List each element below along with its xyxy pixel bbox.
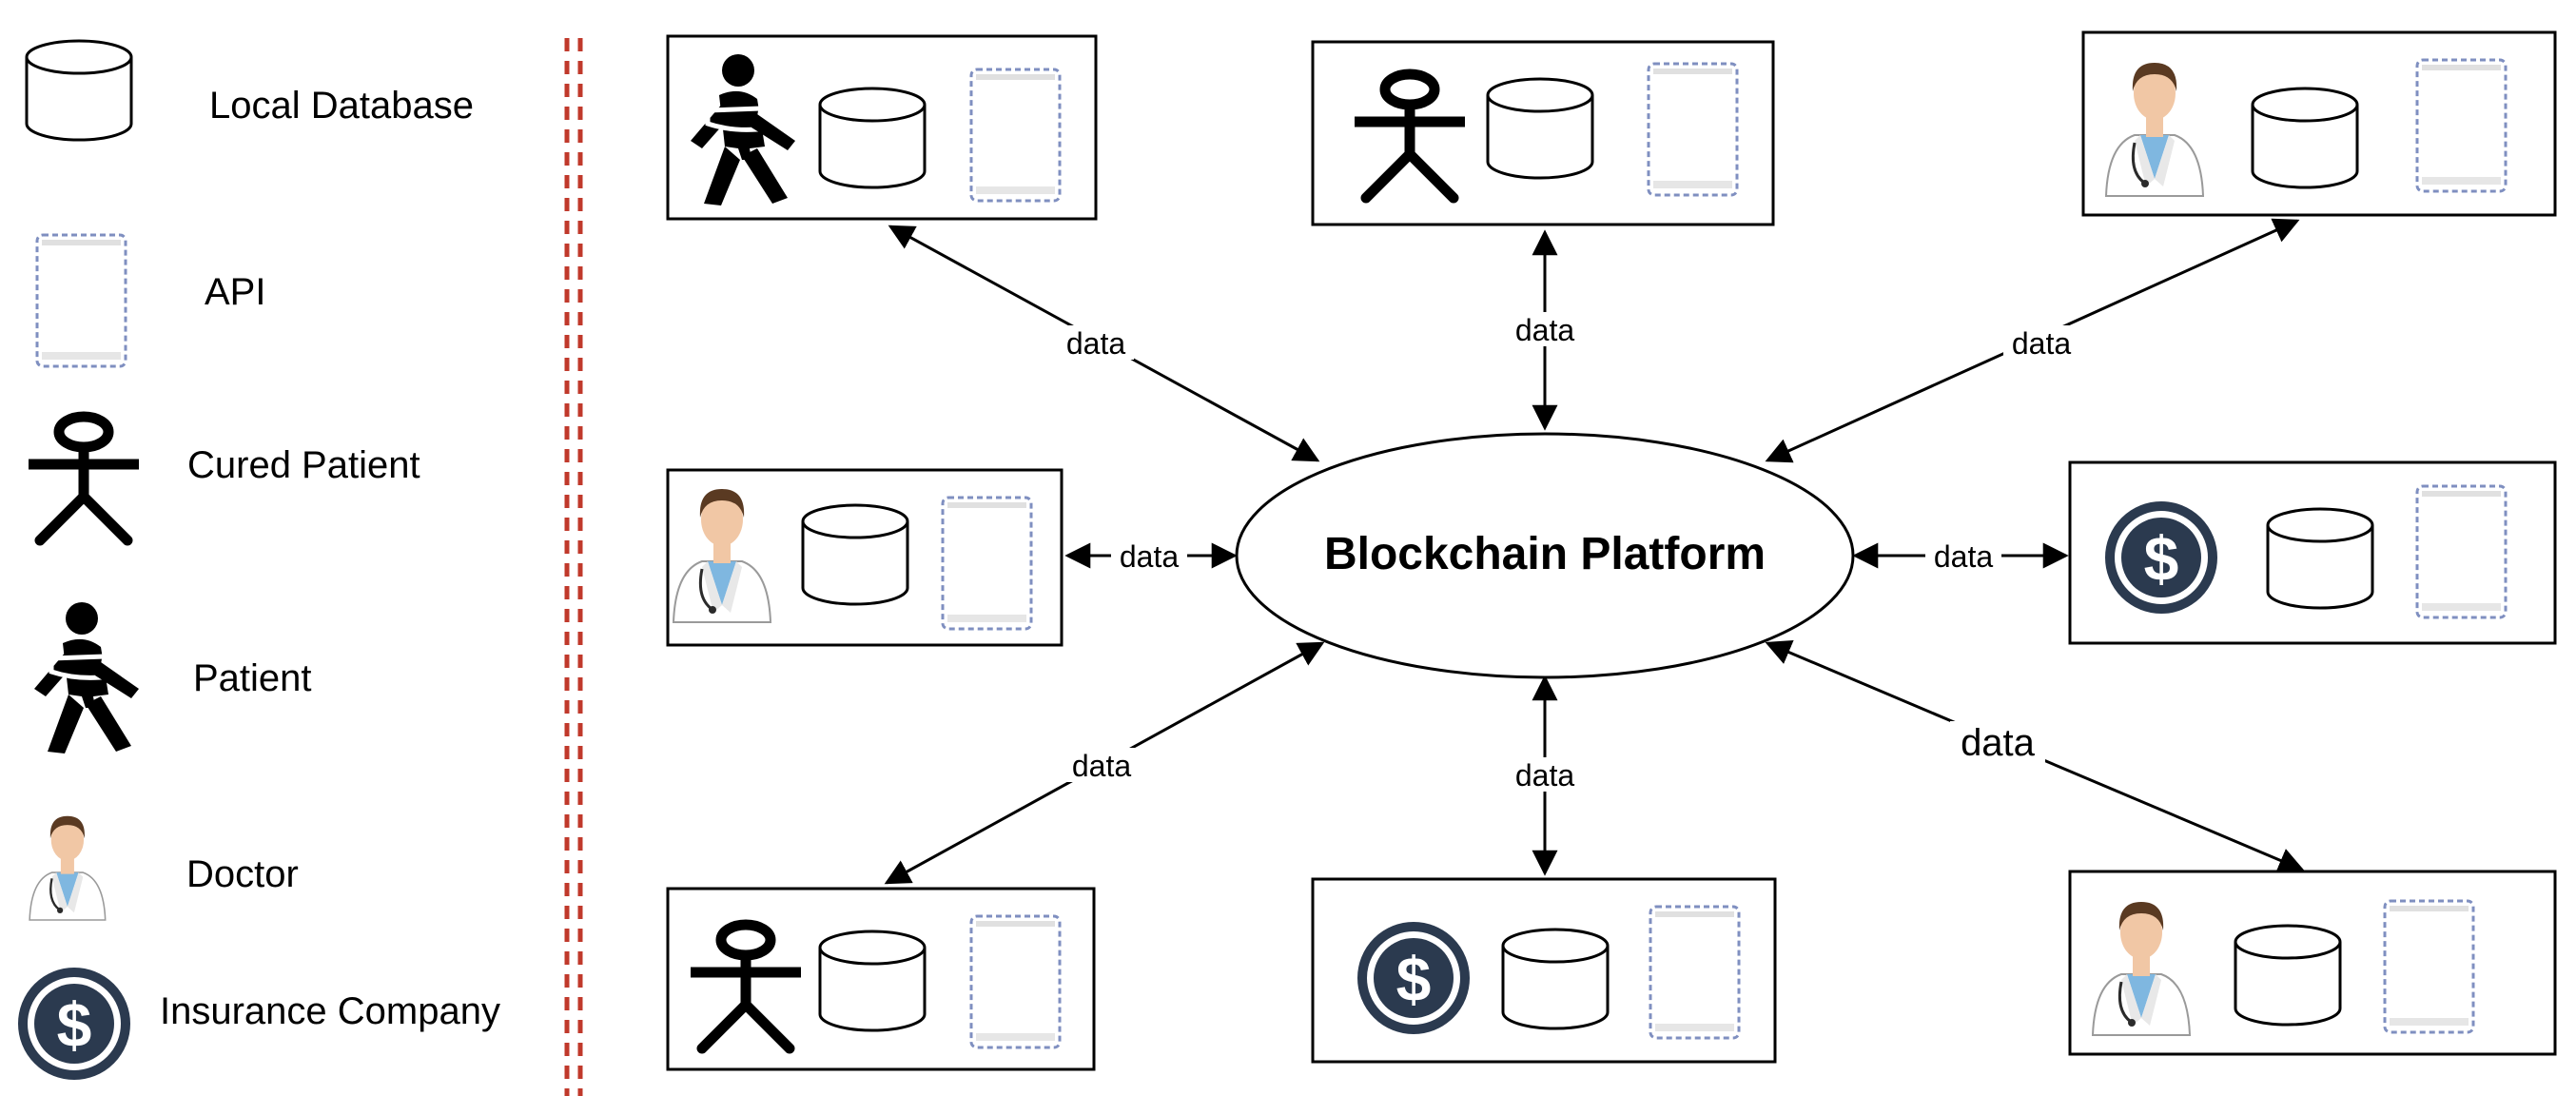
database-icon: [25, 39, 133, 142]
node-top-left-patient: [666, 34, 1098, 221]
edge-label-top-center: data: [1515, 313, 1574, 347]
legend-doctor-label: Doctor: [186, 853, 299, 895]
patient-icon: [34, 602, 139, 754]
node-mid-left-doctor: [666, 468, 1064, 647]
legend-local-database: Local Database: [25, 39, 474, 142]
database-icon: [801, 503, 909, 606]
api-icon: [941, 496, 1033, 631]
api-icon: [1649, 905, 1741, 1040]
api-icon: [2383, 899, 2475, 1034]
database-icon: [2266, 507, 2374, 610]
edge-label-bottom-right: data: [1961, 722, 2036, 764]
node-top-right-doctor: [2081, 30, 2557, 217]
cured-patient-icon: [29, 417, 139, 540]
node-bottom-right-doctor: [2068, 870, 2557, 1056]
database-icon: [1501, 928, 1610, 1030]
legend-insurance-company: Insurance Company: [23, 972, 500, 1075]
insurance-icon: [1362, 927, 1465, 1029]
legend-divider: [564, 38, 583, 1096]
blockchain-platform-label: Blockchain Platform: [1324, 529, 1766, 579]
legend-cured-patient: Cured Patient: [29, 417, 420, 540]
legend-patient: Patient: [34, 602, 312, 754]
node-bottom-left-cured-patient: [666, 887, 1096, 1071]
database-icon: [818, 87, 927, 189]
api-icon: [35, 233, 127, 368]
node-top-center-cured-patient: [1311, 40, 1775, 226]
edge-label-bottom-center: data: [1515, 758, 1574, 793]
database-icon: [818, 930, 927, 1032]
blockchain-platform-node: Blockchain Platform: [1235, 432, 1855, 679]
insurance-icon: [2110, 506, 2213, 609]
edge-label-top-left: data: [1066, 326, 1125, 361]
api-icon: [2415, 58, 2508, 193]
edge-label-mid-left: data: [1120, 539, 1179, 574]
api-icon: [1647, 62, 1739, 197]
insurance-icon: [23, 972, 126, 1075]
edge-labels: data data data data data data data data: [1058, 312, 2079, 793]
node-mid-right-insurance: [2068, 460, 2557, 645]
legend-cured-patient-label: Cured Patient: [187, 444, 420, 486]
legend: Local Database API Cured Patient Patient…: [23, 39, 500, 1075]
edge-label-top-right: data: [2012, 326, 2071, 361]
database-icon: [2234, 924, 2342, 1027]
api-icon: [969, 68, 1062, 203]
database-icon: [2251, 87, 2359, 189]
edge-label-bottom-left: data: [1072, 749, 1131, 783]
api-icon: [969, 914, 1062, 1049]
legend-doctor: Doctor: [28, 814, 299, 922]
database-icon: [1486, 77, 1594, 180]
node-bottom-center-insurance: [1311, 877, 1777, 1064]
legend-api: API: [35, 233, 265, 368]
api-icon: [2415, 484, 2508, 619]
doctor-icon: [28, 814, 107, 922]
legend-local-database-label: Local Database: [209, 85, 474, 127]
legend-insurance-company-label: Insurance Company: [160, 990, 500, 1032]
edge-label-mid-right: data: [1934, 539, 1993, 574]
legend-api-label: API: [205, 271, 265, 313]
legend-patient-label: Patient: [193, 657, 312, 699]
